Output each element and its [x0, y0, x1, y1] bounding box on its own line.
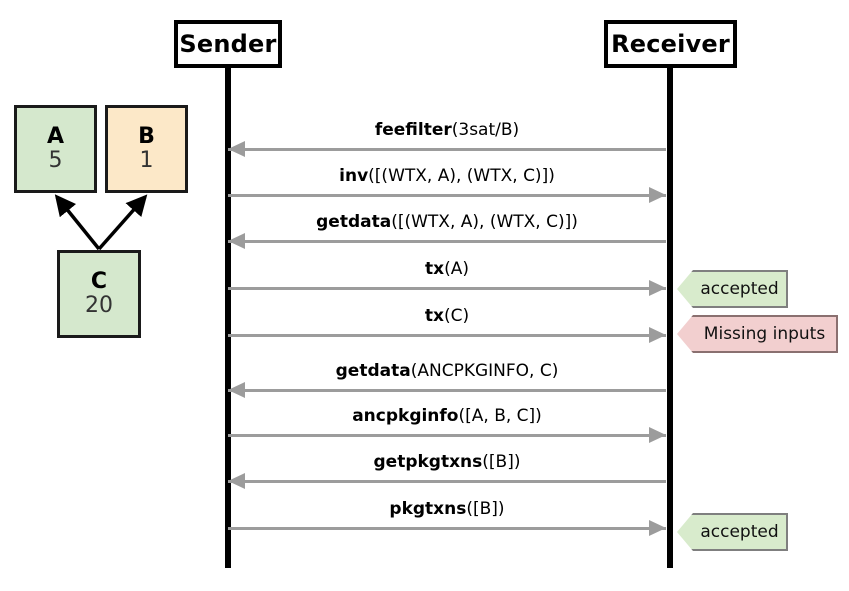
message-inv-label: inv([(WTX, A), (WTX, C)]) [228, 166, 666, 186]
message-tx-c[interactable]: tx(C) [228, 306, 666, 352]
message-pkgtxns-arrowhead [649, 520, 666, 536]
status-badge-tx-a-label: accepted [700, 279, 779, 299]
message-feefilter-arrowhead [228, 141, 245, 157]
participant-receiver-label: Receiver [611, 30, 730, 58]
tx-c-label: C [90, 268, 108, 294]
lifeline-sender [225, 68, 231, 568]
message-inv-cmd: inv [339, 166, 369, 186]
tx-box-c[interactable]: C 20 [57, 250, 141, 338]
message-getdata-wtx-label: getdata([(WTX, A), (WTX, C)]) [228, 212, 666, 232]
message-getdata-ancpkginfo-arrowhead [228, 382, 245, 398]
message-tx-a-arrowhead [649, 280, 666, 296]
tx-a-value: 5 [48, 147, 63, 173]
tx-box-b[interactable]: B 1 [105, 105, 188, 193]
message-pkgtxns-args: ([B]) [466, 499, 505, 519]
message-getdata-wtx-args: ([(WTX, A), (WTX, C)]) [391, 212, 578, 232]
message-inv-arrowhead [649, 187, 666, 203]
message-pkgtxns-label: pkgtxns([B]) [228, 499, 666, 519]
message-tx-a-args: (A) [444, 259, 469, 279]
message-feefilter[interactable]: feefilter(3sat/B) [228, 120, 666, 166]
participant-receiver[interactable]: Receiver [604, 20, 737, 68]
message-ancpkginfo-arrowhead [649, 427, 666, 443]
message-getpkgtxns[interactable]: getpkgtxns([B]) [228, 452, 666, 498]
message-getdata-wtx-arrowhead [228, 233, 245, 249]
tx-b-label: B [138, 123, 155, 149]
message-getpkgtxns-args: ([B]) [482, 452, 521, 472]
message-getdata-ancpkginfo-line [228, 389, 666, 392]
message-getpkgtxns-label: getpkgtxns([B]) [228, 452, 666, 472]
message-getdata-ancpkginfo[interactable]: getdata(ANCPKGINFO, C) [228, 361, 666, 407]
message-getdata-wtx-line [228, 240, 666, 243]
message-getdata-ancpkginfo-args: (ANCPKGINFO, C) [410, 361, 559, 381]
message-inv-args: ([(WTX, A), (WTX, C)]) [368, 166, 555, 186]
message-ancpkginfo-label: ancpkginfo([A, B, C]) [228, 406, 666, 426]
participant-sender[interactable]: Sender [174, 20, 282, 68]
message-getpkgtxns-line [228, 480, 666, 483]
message-tx-a[interactable]: tx(A) [228, 259, 666, 305]
message-tx-c-line [228, 334, 666, 337]
status-badge-pkgtxns: accepted [677, 513, 788, 551]
message-inv[interactable]: inv([(WTX, A), (WTX, C)]) [228, 166, 666, 212]
lifeline-receiver [667, 68, 673, 568]
message-feefilter-cmd: feefilter [374, 120, 452, 140]
tx-a-label: A [46, 123, 65, 149]
status-badge-pkgtxns-label: accepted [700, 522, 779, 542]
message-feefilter-args: (3sat/B) [451, 120, 520, 140]
message-ancpkginfo-args: ([A, B, C]) [458, 406, 542, 426]
message-pkgtxns[interactable]: pkgtxns([B]) [228, 499, 666, 545]
message-tx-a-line [228, 287, 666, 290]
dep-arrow-c-to-b [97, 194, 148, 251]
status-badge-tx-c-label: Missing inputs [703, 324, 826, 344]
status-badge-tx-a: accepted [677, 270, 788, 308]
message-pkgtxns-cmd: pkgtxns [389, 499, 467, 519]
participant-sender-label: Sender [179, 30, 277, 58]
message-tx-a-label: tx(A) [228, 259, 666, 279]
tx-box-a[interactable]: A 5 [14, 105, 97, 193]
message-tx-a-cmd: tx [425, 259, 445, 279]
message-tx-c-args: (C) [443, 306, 470, 326]
message-ancpkginfo[interactable]: ancpkginfo([A, B, C]) [228, 406, 666, 452]
message-feefilter-line [228, 148, 666, 151]
message-feefilter-label: feefilter(3sat/B) [228, 120, 666, 140]
message-ancpkginfo-cmd: ancpkginfo [352, 406, 459, 426]
dep-arrow-c-to-a [54, 194, 101, 251]
message-getdata-wtx-cmd: getdata [316, 212, 392, 232]
tx-b-value: 1 [139, 147, 154, 173]
message-ancpkginfo-line [228, 434, 666, 437]
message-getdata-ancpkginfo-cmd: getdata [335, 361, 411, 381]
message-getdata-wtx[interactable]: getdata([(WTX, A), (WTX, C)]) [228, 212, 666, 258]
tx-c-value: 20 [85, 292, 113, 318]
message-getpkgtxns-arrowhead [228, 473, 245, 489]
status-badge-tx-c: Missing inputs [677, 315, 838, 353]
message-tx-c-arrowhead [649, 327, 666, 343]
message-getpkgtxns-cmd: getpkgtxns [373, 452, 483, 472]
message-inv-line [228, 194, 666, 197]
message-tx-c-cmd: tx [424, 306, 444, 326]
message-tx-c-label: tx(C) [228, 306, 666, 326]
message-getdata-ancpkginfo-label: getdata(ANCPKGINFO, C) [228, 361, 666, 381]
message-pkgtxns-line [228, 527, 666, 530]
